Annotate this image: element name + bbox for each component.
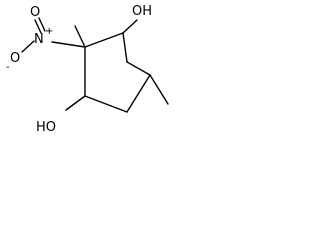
atom-nitro-o-single: O <box>10 51 20 66</box>
bond-c2-oh <box>122 19 138 34</box>
atom-nitro-o-double: O <box>30 5 40 20</box>
charge-nitro-n: + <box>45 26 53 37</box>
structure-diagram: OH HO N + O O - <box>6 4 169 135</box>
charge-nitro-o: - <box>6 62 10 73</box>
bond-ring-c3-c4 <box>126 61 151 76</box>
atom-nitro-n: N <box>34 32 44 47</box>
bond-ring-c1-c2 <box>84 32 124 48</box>
bond-c4-methyl <box>149 74 169 105</box>
bond-ring-c5-c6 <box>84 95 128 113</box>
bond-c1-methyl <box>74 25 86 48</box>
atom-oh-top: OH <box>132 4 152 19</box>
bond-c1-nitro-n <box>51 41 86 48</box>
atom-oh-bottom: HO <box>36 120 56 135</box>
bond-nitro-n-o-double-a <box>34 19 42 34</box>
bond-nitro-n-o-single <box>21 40 35 53</box>
bond-nitro-n-o-double-b <box>38 17 46 32</box>
bond-ring-c4-c5 <box>126 74 151 113</box>
bond-ring-c2-c3 <box>122 32 128 63</box>
bond-c6-oh <box>65 95 86 111</box>
